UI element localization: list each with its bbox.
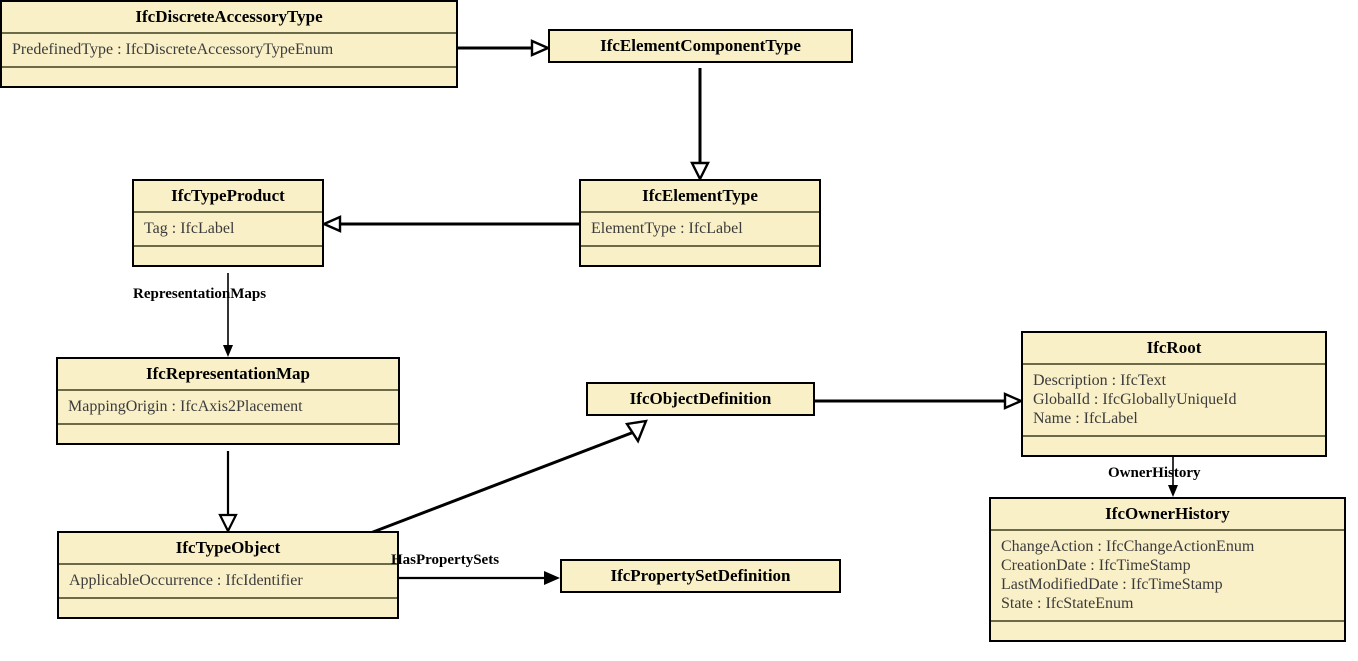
class-box-ifcelementcomponenttype[interactable]: IfcElementComponentType [548, 29, 853, 63]
class-box-ifctypeobject[interactable]: IfcTypeObject ApplicableOccurrence : Ifc… [57, 531, 399, 619]
attribute-row: Tag : IfcLabel [144, 220, 235, 237]
attribute-row: GlobalId : IfcGloballyUniqueId [1033, 391, 1237, 408]
edge-label-representationmaps: RepresentationMaps [133, 286, 267, 302]
class-attributes-ifcelementtype: ElementType : IfcLabel [581, 211, 819, 245]
attribute-row: ElementType : IfcLabel [591, 220, 743, 237]
edge-label-haspropertysets: HasPropertySets [391, 552, 500, 568]
class-title-ifcrepresentationmap: IfcRepresentationMap [146, 364, 310, 383]
class-attributes-ifcownerhistory: ChangeAction : IfcChangeActionEnum Creat… [991, 529, 1344, 620]
class-operations-ifcrepresentationmap [58, 423, 398, 443]
class-box-ifcpropertysetdefinition[interactable]: IfcPropertySetDefinition [560, 559, 841, 593]
class-title-ifcdiscreteaccessorytype: IfcDiscreteAccessoryType [135, 7, 323, 26]
class-attributes-ifcdiscreteaccessorytype: PredefinedType : IfcDiscreteAccessoryTyp… [2, 32, 456, 66]
class-operations-ifctypeproduct [134, 245, 322, 265]
class-attributes-ifctypeobject: ApplicableOccurrence : IfcIdentifier [59, 563, 397, 597]
class-title-ifcroot: IfcRoot [1146, 338, 1202, 357]
class-box-ifcownerhistory[interactable]: IfcOwnerHistory ChangeAction : IfcChange… [989, 497, 1346, 642]
class-box-ifcrepresentationmap[interactable]: IfcRepresentationMap MappingOrigin : Ifc… [56, 357, 400, 445]
class-box-ifctypeproduct[interactable]: IfcTypeProduct Tag : IfcLabel [132, 179, 324, 267]
class-attributes-ifcrepresentationmap: MappingOrigin : IfcAxis2Placement [58, 389, 398, 423]
class-box-ifcobjectdefinition[interactable]: IfcObjectDefinition [586, 382, 815, 416]
attribute-row: MappingOrigin : IfcAxis2Placement [68, 398, 303, 415]
class-title-ifcpropertysetdefinition: IfcPropertySetDefinition [610, 566, 791, 585]
attribute-row: LastModifiedDate : IfcTimeStamp [1001, 576, 1223, 593]
class-attributes-ifcroot: Description : IfcText GlobalId : IfcGlob… [1023, 363, 1325, 435]
class-attributes-ifctypeproduct: Tag : IfcLabel [134, 211, 322, 245]
attribute-row: State : IfcStateEnum [1001, 595, 1134, 612]
class-title-ifcobjectdefinition: IfcObjectDefinition [629, 389, 772, 408]
attribute-row: PredefinedType : IfcDiscreteAccessoryTyp… [12, 41, 334, 58]
attribute-row: ChangeAction : IfcChangeActionEnum [1001, 538, 1255, 555]
edge-elementcomponenttype-to-elementtype [690, 68, 710, 182]
edge-objectdefinition-to-root [815, 392, 1024, 410]
class-title-ifctypeobject: IfcTypeObject [175, 538, 281, 557]
attribute-row: CreationDate : IfcTimeStamp [1001, 557, 1191, 574]
class-title-ifcelementcomponenttype: IfcElementComponentType [600, 36, 801, 55]
class-box-ifcroot[interactable]: IfcRoot Description : IfcText GlobalId :… [1021, 331, 1327, 457]
attribute-row: Description : IfcText [1033, 372, 1167, 389]
class-operations-ifctypeobject [59, 597, 397, 617]
class-box-ifcdiscreteaccessorytype[interactable]: IfcDiscreteAccessoryType PredefinedType … [0, 0, 458, 88]
edge-typeobject-to-propertysetdefinition [399, 571, 560, 585]
class-operations-ifcdiscreteaccessorytype [2, 66, 456, 86]
attribute-row: Name : IfcLabel [1033, 410, 1138, 427]
class-operations-ifcroot [1023, 435, 1325, 455]
class-title-ifcownerhistory: IfcOwnerHistory [1105, 504, 1230, 523]
edge-discreteaccessorytype-to-elementcomponenttype [458, 39, 551, 57]
edge-representationmap-to-typeobject [218, 451, 238, 534]
class-title-ifcelementtype: IfcElementType [642, 186, 758, 205]
attribute-row: ApplicableOccurrence : IfcIdentifier [69, 572, 303, 589]
edge-typeobject-to-objectdefinition [359, 419, 648, 539]
edge-elementtype-to-typeproduct [321, 215, 579, 233]
class-operations-ifcownerhistory [991, 620, 1344, 640]
class-operations-ifcelementtype [581, 245, 819, 265]
class-title-ifctypeproduct: IfcTypeProduct [171, 186, 285, 205]
class-box-ifcelementtype[interactable]: IfcElementType ElementType : IfcLabel [579, 179, 821, 267]
edge-label-ownerhistory: OwnerHistory [1108, 465, 1201, 481]
